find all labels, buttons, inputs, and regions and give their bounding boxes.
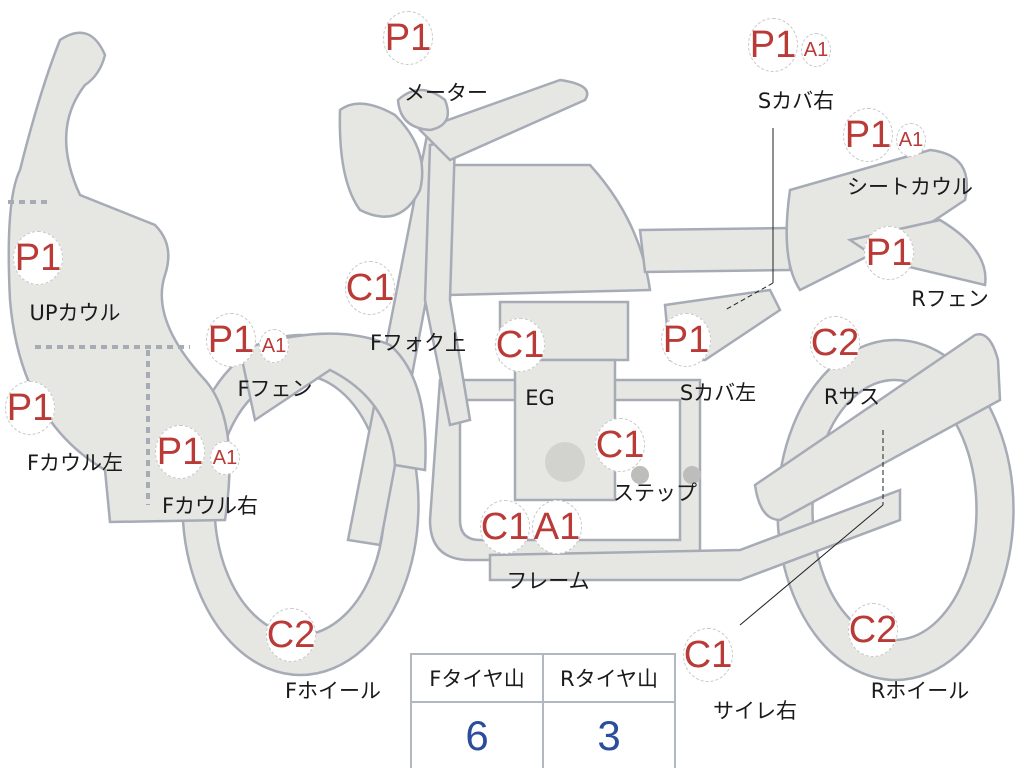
- part-label-front-cowl-left: Fカウル左: [26, 451, 124, 475]
- cowl: [7, 31, 231, 524]
- headlight: [338, 102, 424, 218]
- part-label-front-cowl-right: Fカウル右: [161, 494, 259, 518]
- part-label-front-fork-upper: Fフォク上: [369, 331, 467, 355]
- front-tire-header: Fタイヤ山: [410, 653, 544, 703]
- grade-badge: P1: [661, 313, 711, 367]
- part-label-rear-fender: Rフェン: [911, 287, 989, 311]
- part-label-meter: メーター: [404, 81, 488, 105]
- part-label-engine: EG: [525, 386, 555, 410]
- grade-badge: P1: [5, 381, 55, 435]
- part-label-front-fender: Fフェン: [237, 377, 313, 401]
- grade-badge: C1: [495, 318, 545, 372]
- grade-badge: A1: [259, 329, 289, 363]
- part-label-rear-wheel: Rホイール: [870, 679, 970, 703]
- grade-badge: P1: [13, 231, 63, 285]
- muffler: [753, 333, 1002, 522]
- part-label-frame: フレーム: [506, 569, 590, 593]
- grade-badge: C1: [345, 261, 395, 315]
- front-fender: [238, 332, 427, 472]
- part-label-rear-suspension: Rサス: [823, 385, 881, 409]
- handlebar: [417, 78, 589, 162]
- grade-badge: C2: [266, 608, 316, 662]
- part-label-front-wheel: Fホイール: [284, 679, 382, 703]
- part-label-seat-cowl: シートカウル: [847, 175, 973, 199]
- grade-badge: A1: [532, 500, 582, 554]
- part-label-upper-cowl: UPカウル: [29, 301, 121, 325]
- grade-badge: A1: [801, 33, 831, 67]
- grade-badge: C1: [595, 418, 645, 472]
- part-label-side-cover-right: Sカバ右: [757, 89, 835, 113]
- grade-badge: P1: [843, 108, 893, 162]
- grade-badge: P1: [155, 425, 205, 479]
- meter: [396, 88, 450, 132]
- grade-badge: P1: [383, 11, 433, 65]
- grade-badge: C1: [683, 628, 733, 682]
- grade-badge: A1: [210, 441, 240, 475]
- grade-badge: C2: [848, 603, 898, 657]
- grade-badge: A1: [896, 123, 926, 157]
- tire-tread-table: Fタイヤ山 Rタイヤ山 6 3: [410, 653, 676, 768]
- fuel-tank: [443, 163, 652, 297]
- frame-rear: [488, 488, 902, 582]
- part-label-step: ステップ: [613, 481, 697, 505]
- grade-badge: P1: [206, 313, 256, 367]
- front-tire-value: 6: [410, 701, 544, 768]
- grade-badge: C1: [480, 500, 530, 554]
- rear-tire-value: 3: [542, 701, 676, 768]
- rear-tire-header: Rタイヤ山: [542, 653, 676, 703]
- grade-badge: P1: [748, 18, 798, 72]
- grade-badge: P1: [864, 226, 914, 280]
- grade-badge: C2: [810, 316, 860, 370]
- part-label-side-cover-left: Sカバ左: [679, 381, 757, 405]
- seat: [638, 226, 792, 274]
- part-label-silencer-right: サイレ右: [713, 699, 797, 723]
